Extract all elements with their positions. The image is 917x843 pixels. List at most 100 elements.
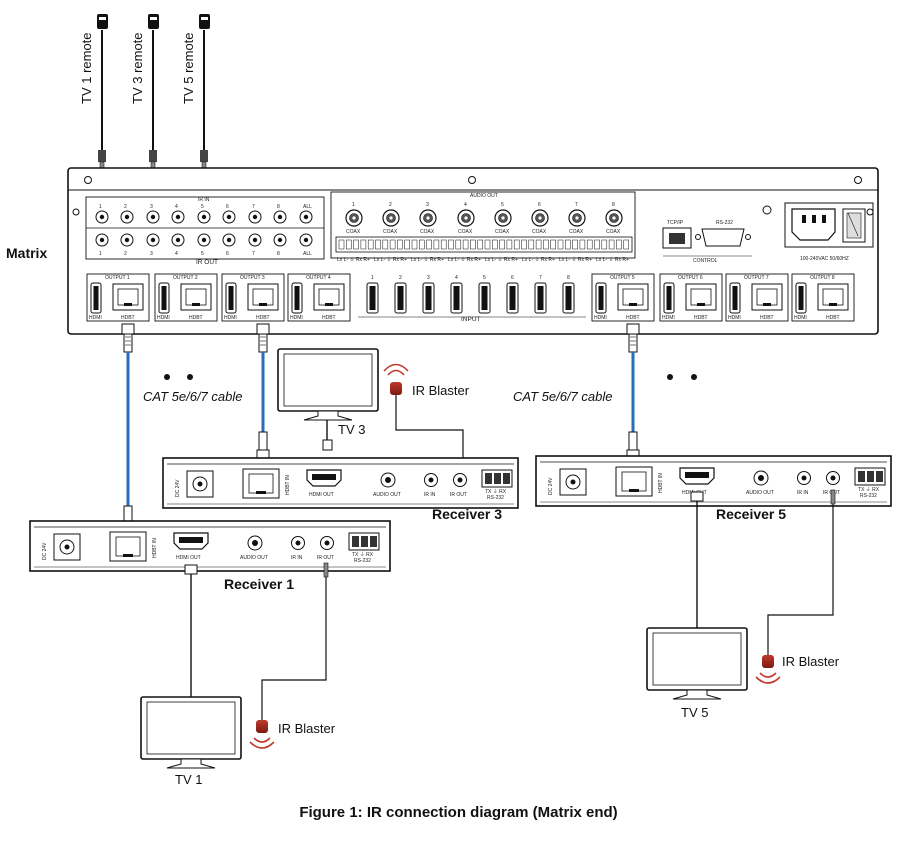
ir-in-port-label: 6 — [226, 204, 229, 210]
output-label: OUTPUT 1 — [105, 275, 130, 281]
coax-label: COAX — [420, 229, 435, 235]
output-label: OUTPUT 7 — [744, 275, 769, 281]
coax-label: COAX — [383, 229, 398, 235]
hdmi-label: HDMI — [662, 315, 675, 321]
ir-in-label: IR IN — [424, 492, 436, 498]
output-label: OUTPUT 8 — [810, 275, 835, 281]
ir-out-port-label: 8 — [277, 251, 280, 257]
ir-in-port-label: 8 — [277, 204, 280, 210]
tv-5 — [646, 627, 748, 700]
hdbt-label: HDBT — [189, 315, 203, 321]
figure-caption: Figure 1: IR connection diagram (Matrix … — [299, 804, 618, 821]
input-port-label: 2 — [399, 275, 402, 281]
remote-label-5: TV 5 remote — [181, 32, 196, 104]
rs232-label: RS-232 — [860, 493, 877, 499]
hdbt-label: HDBT — [121, 315, 135, 321]
input-port-label: 4 — [455, 275, 458, 281]
ir-out-port-label: 2 — [124, 251, 127, 257]
input-port-label: 6 — [511, 275, 514, 281]
ir-out-port-label: 4 — [175, 251, 178, 257]
output-label: OUTPUT 6 — [678, 275, 703, 281]
remote-label-1: TV 1 remote — [79, 32, 94, 104]
audio-out-port-label: 5 — [501, 202, 504, 208]
hdmi-label: HDMI — [89, 315, 102, 321]
cable-label-5: CAT 5e/6/7 cable — [513, 389, 612, 404]
terminal-label: Lx L- ⏚ Rx R+ — [448, 256, 481, 263]
ir-in-port-label: 7 — [252, 204, 255, 210]
power-label: 100-240VAC 50/60HZ — [800, 256, 849, 262]
ir-in-port-label: 5 — [201, 204, 204, 210]
ellipsis-dot — [667, 374, 673, 380]
hdmi-out-label: HDMI OUT — [309, 492, 334, 498]
matrix-ir-out-label: IR OUT — [196, 259, 218, 266]
hdmi-label: HDMI — [290, 315, 303, 321]
tv-5-label: TV 5 — [681, 705, 708, 720]
audio-out-port-label: 4 — [464, 202, 467, 208]
ir-blaster-3 — [383, 363, 464, 460]
hdbt-label: HDBT — [322, 315, 336, 321]
matrix-audio-out-label: AUDIO OUT — [470, 193, 498, 199]
terminal-label: Lx L- ⏚ Rx R+ — [559, 256, 592, 263]
power-block — [784, 202, 874, 248]
rs232-pins-label: TX ⏚ RX — [858, 486, 880, 493]
audio-out-label: AUDIO OUT — [240, 555, 268, 561]
control-label: CONTROL — [693, 258, 718, 264]
tv-1 — [140, 696, 242, 769]
rs232-label: RS-232 — [487, 495, 504, 501]
ir-blaster-3-label: IR Blaster — [412, 383, 470, 398]
hdbt-label: HDBT — [694, 315, 708, 321]
rs232-label: RS-232 — [354, 558, 371, 564]
ir-out-port-label: ALL — [303, 251, 312, 257]
coax-label: COAX — [532, 229, 547, 235]
hdbt-in-label: HDBT IN — [285, 475, 291, 495]
rs232-label: RS-232 — [716, 220, 733, 226]
terminal-label: Lx L- ⏚ Rx R+ — [522, 256, 555, 263]
terminal-label: Lx L- ⏚ Rx R+ — [337, 256, 370, 263]
matrix-ir-in-label: IR IN — [198, 197, 210, 203]
terminal-label: Lx L- ⏚ Rx R+ — [411, 256, 444, 263]
terminal-label: Lx L- ⏚ Rx R+ — [485, 256, 518, 263]
audio-out-label: AUDIO OUT — [746, 490, 774, 496]
coax-label: COAX — [495, 229, 510, 235]
power-inlet — [791, 208, 836, 241]
ir-out-port-label: 6 — [226, 251, 229, 257]
output-label: OUTPUT 4 — [306, 275, 331, 281]
receiver-5-label: Receiver 5 — [716, 506, 786, 522]
ir-blaster-5 — [755, 655, 781, 684]
input-port-label: 1 — [371, 275, 374, 281]
ir-blaster-1 — [249, 720, 275, 749]
ir-in-port-label: 2 — [124, 204, 127, 210]
audio-out-port-label: 1 — [352, 202, 355, 208]
hdmi-label: HDMI — [224, 315, 237, 321]
hdmi-label: HDMI — [157, 315, 170, 321]
hdmi-label: HDMI — [728, 315, 741, 321]
hdmi-label: HDMI — [794, 315, 807, 321]
terminal-label: Lx L- ⏚ Rx R+ — [596, 256, 629, 263]
tv-3 — [277, 348, 379, 421]
cat-cable-3 — [256, 323, 270, 461]
audio-out-block — [330, 191, 636, 259]
input-port-label: 8 — [567, 275, 570, 281]
input-port-label: 5 — [483, 275, 486, 281]
receiver-1-label: Receiver 1 — [224, 576, 294, 592]
hdbt-label: HDBT — [826, 315, 840, 321]
hdmi-label: HDMI — [594, 315, 607, 321]
ir-in-label: IR IN — [291, 555, 303, 561]
ir-blaster-cable-5 — [767, 489, 836, 656]
ir-out-port-label: 7 — [252, 251, 255, 257]
receiver-3-label: Receiver 3 — [432, 506, 502, 522]
input-label: INPUT — [461, 316, 481, 323]
hdmi-cable-5 — [690, 491, 704, 630]
coax-label: COAX — [458, 229, 473, 235]
hdbt-in-label: HDBT IN — [152, 538, 158, 558]
ir-in-port-label: 1 — [99, 204, 102, 210]
ir-out-port-label: 1 — [99, 251, 102, 257]
remote-label-3: TV 3 remote — [130, 32, 145, 104]
matrix-label: Matrix — [6, 245, 47, 261]
output-label: OUTPUT 3 — [240, 275, 265, 281]
